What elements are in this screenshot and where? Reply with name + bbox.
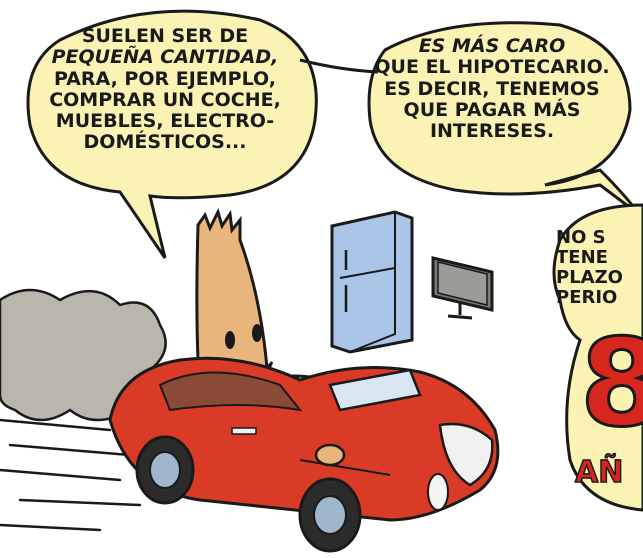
speech-bubble-left	[26, 9, 318, 259]
speech-bubble-middle	[299, 21, 642, 217]
bubble-right-line-2: TENE	[556, 247, 608, 269]
speech-bubble-right	[552, 203, 643, 512]
bubble-left-line-3: PARA, POR EJEMPLO,	[54, 67, 276, 90]
tv-monitor	[431, 256, 494, 320]
bubble-left-line-6: DOMÉSTICOS...	[83, 131, 247, 154]
bubble-left-line-5: MUEBLES, ELECTRO-	[55, 110, 275, 133]
big-number-eight: 8	[579, 315, 643, 454]
bubble-left-line-4: COMPRAR UN COCHE,	[49, 88, 281, 111]
bubble-middle-line-4: QUE PAGAR MÁS	[403, 98, 581, 121]
bubble-middle-line-5: INTERESES.	[429, 120, 555, 143]
car	[108, 356, 500, 522]
fridge	[330, 210, 414, 354]
bubble-left-line-2: PEQUEÑA CANTIDAD,	[51, 46, 279, 69]
bubble-middle-line-1: ES MÁS CARO	[418, 35, 566, 57]
years-label: AÑ	[574, 454, 624, 491]
speech-bubble-left-text: SUELEN SER DE PEQUEÑA CANTIDAD, PARA, PO…	[30, 25, 300, 154]
car-headlight	[427, 473, 449, 511]
bubble-right-line-4: PERIO	[556, 287, 618, 309]
bubble-left-line-1: SUELEN SER DE	[81, 25, 249, 47]
bubble-right-line-3: PLAZO	[556, 267, 623, 289]
car-wheels	[135, 435, 362, 553]
speech-bubble-right-text: NO S TENE PLAZO PERIO	[556, 227, 643, 309]
speech-bubble-middle-text: ES MÁS CARO QUE EL HIPOTECARIO. ES DECIR…	[372, 35, 612, 143]
character-hand	[314, 443, 346, 467]
bubble-right-line-1: NO S	[556, 227, 606, 248]
bubble-middle-line-3: ES DECIR, TENEMOS	[384, 77, 600, 100]
speed-lines	[0, 418, 142, 532]
bubble-middle-line-2: QUE EL HIPOTECARIO.	[374, 56, 610, 79]
